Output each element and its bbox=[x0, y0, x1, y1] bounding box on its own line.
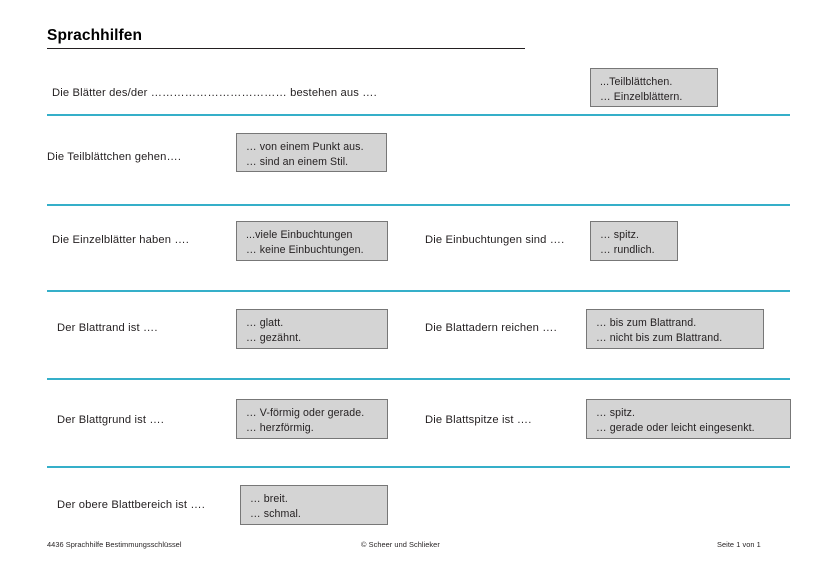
answer-option[interactable]: … breit. bbox=[250, 493, 288, 505]
answer-option[interactable]: ...viele Einbuchtungen bbox=[246, 229, 353, 241]
row-divider bbox=[47, 466, 790, 468]
row-divider bbox=[47, 290, 790, 292]
prompt-text: Der obere Blattbereich ist …. bbox=[57, 499, 205, 511]
answer-option[interactable]: … von einem Punkt aus. bbox=[246, 141, 364, 153]
answer-option[interactable]: … V-förmig oder gerade. bbox=[246, 407, 365, 419]
answer-option[interactable]: … rundlich. bbox=[600, 244, 655, 256]
footer-copyright: © Scheer und Schlieker bbox=[361, 540, 440, 549]
title-rule bbox=[47, 48, 525, 49]
answer-option[interactable]: … sind an einem Stil. bbox=[246, 156, 349, 168]
footer-page-number: Seite 1 von 1 bbox=[717, 540, 761, 549]
prompt-text: Der Blattgrund ist …. bbox=[57, 414, 164, 426]
prompt-text: Die Einbuchtungen sind …. bbox=[425, 234, 565, 246]
answer-option[interactable]: … herzförmig. bbox=[246, 422, 314, 434]
answer-option[interactable]: ...Teilblättchen. bbox=[600, 76, 673, 88]
answer-option[interactable]: … glatt. bbox=[246, 317, 284, 329]
answer-options-box[interactable]: … bis zum Blattrand. … nicht bis zum Bla… bbox=[586, 309, 764, 349]
page-footer: 4436 Sprachhilfe Bestimmungsschlüssel © … bbox=[0, 540, 826, 554]
answer-options-box[interactable]: … breit. … schmal. bbox=[240, 485, 388, 525]
answer-options-box[interactable]: … spitz. … rundlich. bbox=[590, 221, 678, 261]
prompt-text: Die Blattadern reichen …. bbox=[425, 322, 557, 334]
prompt-text: Die Blätter des/der ……………………………… bestehe… bbox=[52, 87, 377, 99]
answer-options-box[interactable]: ...viele Einbuchtungen … keine Einbuchtu… bbox=[236, 221, 388, 261]
row-divider bbox=[47, 204, 790, 206]
answer-options-box[interactable]: ...Teilblättchen. … Einzelblättern. bbox=[590, 68, 718, 107]
row-divider bbox=[47, 114, 790, 116]
answer-options-box[interactable]: … glatt. … gezähnt. bbox=[236, 309, 388, 349]
answer-option[interactable]: … nicht bis zum Blattrand. bbox=[596, 332, 723, 344]
answer-option[interactable]: … spitz. bbox=[596, 407, 636, 419]
prompt-text: Die Einzelblätter haben …. bbox=[52, 234, 189, 246]
answer-option[interactable]: … keine Einbuchtungen. bbox=[246, 244, 364, 256]
page-title: Sprachhilfen bbox=[47, 27, 143, 44]
answer-option[interactable]: … schmal. bbox=[250, 508, 301, 520]
prompt-text: Der Blattrand ist …. bbox=[57, 322, 158, 334]
answer-option[interactable]: … spitz. bbox=[600, 229, 640, 241]
answer-option[interactable]: … Einzelblättern. bbox=[600, 91, 683, 103]
answer-option[interactable]: … gerade oder leicht eingesenkt. bbox=[596, 422, 755, 434]
answer-options-box[interactable]: … von einem Punkt aus. … sind an einem S… bbox=[236, 133, 387, 172]
footer-document-code: 4436 Sprachhilfe Bestimmungsschlüssel bbox=[47, 540, 182, 549]
answer-option[interactable]: … gezähnt. bbox=[246, 332, 302, 344]
prompt-text: Die Teilblättchen gehen…. bbox=[47, 151, 182, 163]
row-divider bbox=[47, 378, 790, 380]
answer-options-box[interactable]: … spitz. … gerade oder leicht eingesenkt… bbox=[586, 399, 791, 439]
prompt-text: Die Blattspitze ist …. bbox=[425, 414, 532, 426]
answer-option[interactable]: … bis zum Blattrand. bbox=[596, 317, 697, 329]
answer-options-box[interactable]: … V-förmig oder gerade. … herzförmig. bbox=[236, 399, 388, 439]
